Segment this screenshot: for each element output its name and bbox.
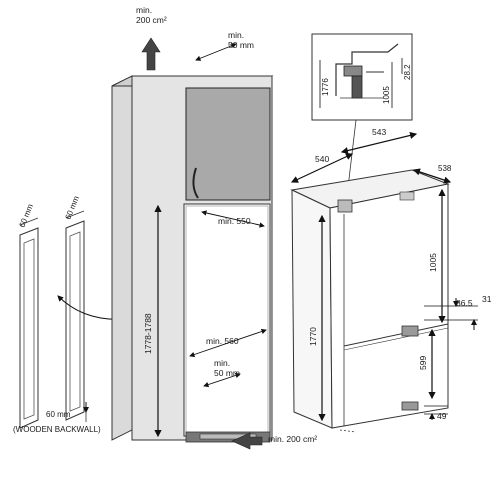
min-50-top-line1: min. <box>228 30 244 40</box>
wooden-backwall-label: (WOODEN BACKWALL) <box>13 425 101 434</box>
dim-540-label: 540 <box>315 154 329 164</box>
vent-top-line2: 200 cm² <box>136 15 167 25</box>
detail-28-2-label: 28.2 <box>403 64 412 80</box>
detail-1776-label: 1776 <box>321 78 330 96</box>
min-50-bottom-label: min. 50 mm <box>214 358 240 378</box>
vent-top-arrow-icon <box>141 37 161 71</box>
min-550-label: min. 550 <box>218 216 251 226</box>
backwall-strips <box>19 210 89 429</box>
vent-bottom-arrow-icon <box>231 432 263 450</box>
min-560-label: min. 560 <box>206 336 239 346</box>
strip-60-left-label: 60 mm <box>18 202 36 228</box>
dim-599-label: 599 <box>418 356 428 370</box>
min-50-bottom-line1: min. <box>214 358 230 368</box>
min-50-top-line2: 50 mm <box>228 40 254 50</box>
dim-1005-label: 1005 <box>428 253 438 272</box>
appliance <box>290 169 450 433</box>
dim-543-label: 543 <box>372 127 386 137</box>
detail-1005-label: 1005 <box>382 86 391 104</box>
strip-60-right-label: 60 mm <box>64 194 82 220</box>
vent-bottom-label: min. 200 cm² <box>268 434 317 444</box>
detail-inset <box>311 33 413 121</box>
vent-top-label: min. 200 cm² <box>136 5 167 25</box>
dim-86-5-label: 86.5 <box>456 298 473 308</box>
min-50-bottom-line2: 50 mm <box>214 368 240 378</box>
vent-top-line1: min. <box>136 5 152 15</box>
height-range-label: 1778-1788 <box>143 313 153 354</box>
min-50-top-label: min. 50 mm <box>228 30 254 50</box>
dim-31-label: 31 <box>482 294 492 304</box>
dim-1770-label: 1770 <box>308 327 318 346</box>
cabinet <box>111 75 274 443</box>
dim-538-label: 538 <box>438 164 452 173</box>
strip-60-bottom-label: 60 mm <box>46 410 71 419</box>
dim-49-label: 49 <box>437 411 447 421</box>
